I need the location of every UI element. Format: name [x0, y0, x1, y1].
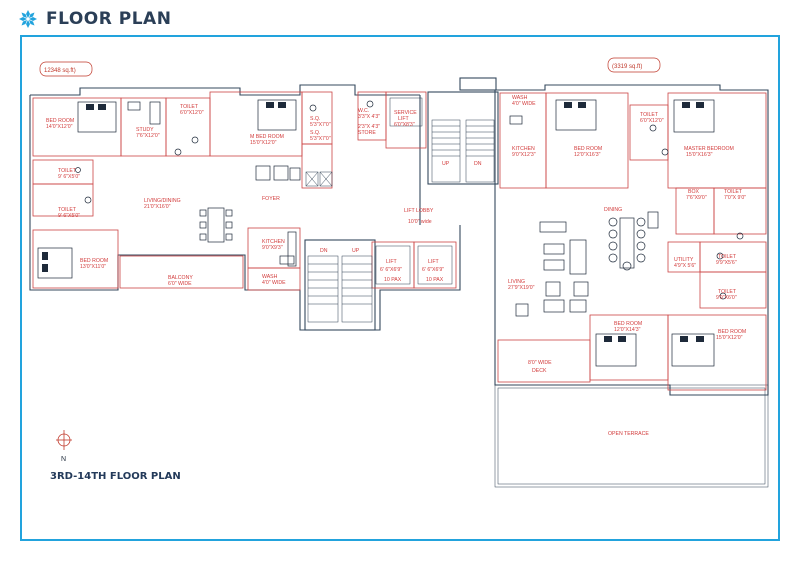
room-bed-top-right-name: BED ROOM	[574, 146, 602, 152]
stair-dn-2: DN	[320, 248, 328, 254]
room-bed-right-low-dim: 12'0"X14'3"	[614, 327, 641, 333]
room-open-terrace-name: OPEN TERRACE	[608, 431, 649, 437]
room-mbed-left-dim: 15'0"X12'0"	[250, 140, 277, 146]
room-toilet-tr-dim: 6'0"X12'0"	[640, 118, 664, 124]
room-deck-name2: DECK	[532, 368, 547, 374]
room-master-bed-dim: 15'0"X16'3"	[686, 152, 713, 158]
room-living-right-dim: 27'9"X19'0"	[508, 285, 535, 291]
furniture	[37, 97, 744, 367]
room-toilet-r1-dim: 9'9"X5'6"	[716, 260, 737, 266]
room-foyer-name: FOYER	[262, 196, 280, 202]
room-toilet-box-name: TOILET	[724, 189, 743, 195]
bed-nw	[77, 101, 117, 133]
room-sq2-dim: 5'3"X7'0"	[310, 136, 331, 142]
room-lift2-pax: 10 PAX	[426, 277, 444, 283]
bed-tr	[555, 99, 597, 131]
room-toilet-top-dim: 6'0"X12'0"	[180, 110, 204, 116]
room-lift2-dim: 6' 6"X6'9"	[422, 267, 444, 273]
plan-frame	[20, 35, 780, 541]
room-utility-name: UTILITY	[674, 257, 694, 263]
interior-walls	[32, 91, 767, 391]
room-bed-far-right-name: BED ROOM	[718, 329, 746, 335]
room-deck-name: 8'0" WIDE	[528, 360, 552, 366]
room-bed-nw-name: BED ROOM	[46, 118, 74, 124]
room-service-lift-dim: 6'0"X8'3"	[394, 122, 415, 128]
room-mbed-left-name: M BED ROOM	[250, 134, 284, 140]
room-store-name: STORE	[358, 130, 376, 136]
room-lift1-pax: 10 PAX	[384, 277, 402, 283]
header: FLOOR PLAN	[18, 7, 171, 31]
snowflake-logo-icon	[19, 10, 37, 28]
room-sq1-name: S.Q.	[310, 116, 320, 122]
room-labels: BED ROOM 14'0"X12'0" STUDY 7'6"X12'0" TO…	[46, 95, 746, 437]
area-left: 12348 sq.ft)	[44, 68, 76, 74]
area-callouts: 12348 sq.ft) (3319 sq.ft)	[39, 57, 661, 77]
north-compass-icon: N	[56, 430, 72, 463]
room-box-dim: 7'6"X9'0"	[686, 195, 707, 201]
room-lift-lobby-dim: 10'0" wide	[408, 219, 432, 225]
room-kitchen-left-name: KITCHEN	[262, 239, 285, 245]
stairs	[307, 119, 495, 323]
room-balcony-name: BALCONY	[168, 275, 193, 281]
room-toilet-top-name: TOILET	[180, 104, 199, 110]
room-toilet-r2-dim: 9'9"X6'0"	[716, 295, 737, 301]
bed-sw	[37, 247, 73, 279]
room-utility-dim: 4'9"X 5'6"	[674, 263, 696, 269]
room-study-dim: 7'6"X12'0"	[136, 133, 160, 139]
room-bed-sw-dim: 13'0"X11'0"	[80, 264, 106, 270]
room-toilet-tr-name: TOILET	[640, 112, 659, 118]
room-store-dim: 2'3"X 4'3"	[358, 124, 380, 130]
room-wash-top-dim: 4'0" WIDE	[512, 101, 536, 107]
room-sq1-dim: 5'3"X7'0"	[310, 122, 331, 128]
bed-right-low	[595, 333, 637, 367]
room-toilet-l1-dim: 9' 6"X5'0"	[58, 174, 80, 180]
room-living-right-name: LIVING	[508, 279, 525, 285]
room-toilet-l1-name: TOILET	[58, 168, 77, 174]
page-title: FLOOR PLAN	[46, 9, 172, 29]
room-master-bed-name: MASTER BEDROOM	[684, 146, 734, 152]
room-service-lift-name: SERVICE	[394, 110, 417, 116]
stair-dn-1: DN	[474, 161, 482, 167]
stair-up-1: UP	[442, 161, 450, 167]
room-living-dining-dim: 21'0"X16'0"	[144, 204, 171, 210]
room-dining-name: DINING	[604, 207, 622, 213]
room-study-name: STUDY	[136, 127, 154, 133]
room-wc-name: W.C.	[358, 108, 369, 114]
room-toilet-l2-name: TOILET	[58, 207, 77, 213]
room-balcony-dim: 6'0" WIDE	[168, 281, 192, 287]
stair-up-2: UP	[352, 248, 360, 254]
room-wash-left-dim: 4'0" WIDE	[262, 280, 286, 286]
room-living-dining-name: LIVING/DINING	[144, 198, 181, 204]
outer-walls	[29, 77, 769, 488]
room-kitchen-right-dim: 9'0"X12'3"	[512, 152, 536, 158]
room-lift2-name: LIFT	[428, 259, 439, 265]
compass-label: N	[61, 456, 66, 463]
room-lift1-name: LIFT	[386, 259, 397, 265]
room-toilet-r1-name: TOILET	[718, 254, 737, 260]
room-wash-top-name: WASH	[512, 95, 528, 101]
room-bed-right-low-name: BED ROOM	[614, 321, 642, 327]
room-service-lift-name2: LIFT	[398, 116, 409, 122]
room-bed-top-right-dim: 12'0"X16'3"	[574, 152, 601, 158]
room-bed-far-right-dim: 15'0"X12'0"	[716, 335, 743, 341]
bed-mbed-left	[257, 99, 297, 131]
area-right: (3319 sq.ft)	[612, 64, 642, 70]
room-sq2-name: S.Q.	[310, 130, 320, 136]
room-toilet-l2-dim: 9' 6"X5'0"	[58, 213, 80, 219]
room-box-name: BOX	[688, 189, 699, 195]
room-kitchen-right-name: KITCHEN	[512, 146, 535, 152]
room-lift-lobby-name: LIFT LOBBY	[404, 208, 434, 214]
plan-title: 3RD-14TH FLOOR PLAN	[50, 471, 181, 482]
bed-far-right	[671, 333, 715, 367]
room-wc-dim: 3'3"X 4'3"	[358, 114, 380, 120]
bed-master	[673, 99, 715, 133]
room-bed-nw-dim: 14'0"X12'0"	[46, 124, 73, 130]
room-toilet-box-dim: 7'0"X 9'0"	[724, 195, 746, 201]
room-kitchen-left-dim: 9'0"X9'3"	[262, 245, 283, 251]
room-bed-sw-name: BED ROOM	[80, 258, 108, 264]
room-wash-left-name: WASH	[262, 274, 278, 280]
room-toilet-r2-name: TOILET	[718, 289, 737, 295]
room-lift1-dim: 6' 6"X6'9"	[380, 267, 402, 273]
